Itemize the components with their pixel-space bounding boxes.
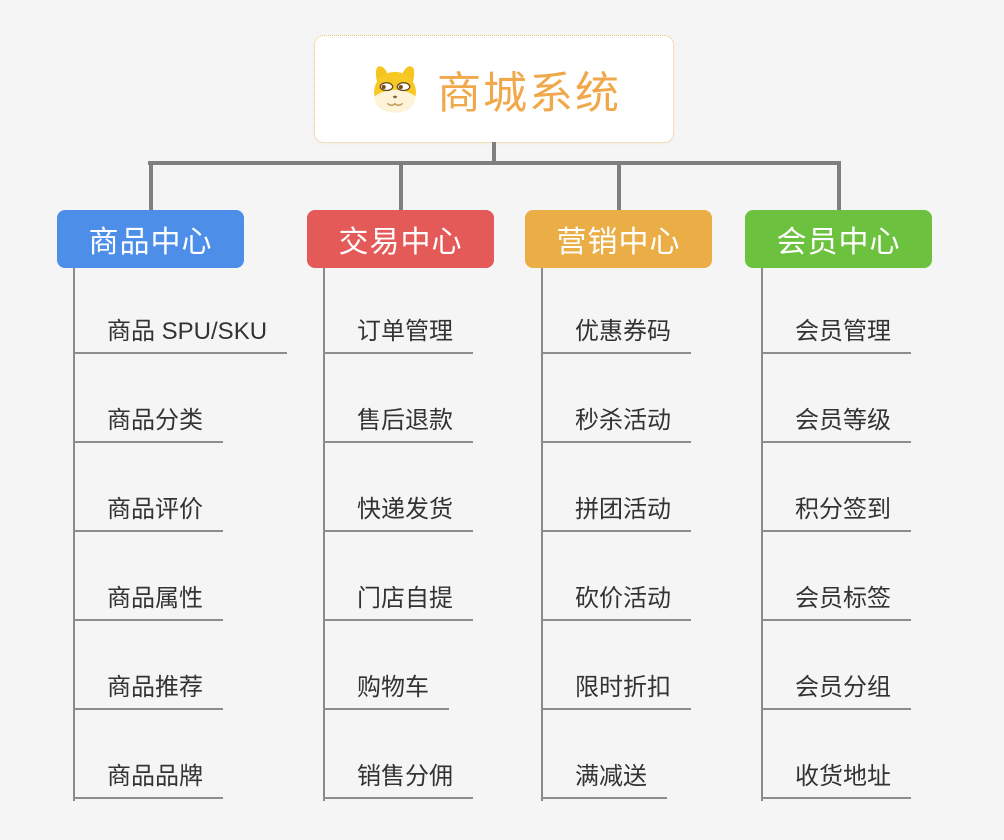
branch-trunk-line: [541, 268, 543, 801]
leaf-node[interactable]: 收货地址: [761, 763, 911, 799]
leaf-node[interactable]: 限时折扣: [541, 674, 691, 710]
leaf-label: 商品 SPU/SKU: [107, 318, 268, 345]
leaf-node[interactable]: 门店自提: [323, 585, 473, 621]
connector-branch-drop: [398, 161, 403, 210]
root-node[interactable]: 商城系统: [314, 35, 674, 143]
leaf-node[interactable]: 会员标签: [761, 585, 911, 621]
leaf-label: 商品品牌: [107, 763, 203, 790]
leaf-label: 售后退款: [357, 407, 453, 434]
doge-icon: [374, 66, 416, 113]
leaf-label: 会员标签: [795, 585, 891, 612]
leaf-label: 秒杀活动: [575, 407, 671, 434]
leaf-label: 商品分类: [107, 407, 203, 434]
leaf-node[interactable]: 商品评价: [73, 496, 223, 532]
branch-node[interactable]: 营销中心: [525, 210, 712, 268]
leaf-label: 订单管理: [357, 318, 453, 345]
leaf-label: 商品评价: [107, 496, 203, 523]
leaf-node[interactable]: 商品品牌: [73, 763, 223, 799]
leaf-node[interactable]: 售后退款: [323, 407, 473, 443]
leaf-label: 砍价活动: [575, 585, 671, 612]
leaf-node[interactable]: 订单管理: [323, 318, 473, 354]
branch-label: 交易中心: [338, 226, 463, 259]
connector-root-drop: [492, 142, 496, 165]
leaf-label: 优惠券码: [575, 318, 671, 345]
leaf-node[interactable]: 购物车: [323, 674, 449, 710]
leaf-label: 商品推荐: [107, 674, 203, 701]
leaf-node[interactable]: 快递发货: [323, 496, 473, 532]
branch-label: 商品中心: [88, 226, 213, 259]
leaf-label: 拼团活动: [575, 496, 671, 523]
branch-trunk-line: [323, 268, 325, 801]
leaf-node[interactable]: 积分签到: [761, 496, 911, 532]
leaf-node[interactable]: 商品 SPU/SKU: [73, 318, 288, 354]
branch-label: 会员中心: [776, 226, 901, 259]
connector-branch-drop: [616, 161, 621, 210]
leaf-label: 快递发货: [357, 496, 453, 523]
branch-trunk-line: [761, 268, 763, 801]
branch-node[interactable]: 商品中心: [57, 210, 244, 268]
leaf-node[interactable]: 商品分类: [73, 407, 223, 443]
connector-branch-drop: [836, 161, 841, 210]
leaf-node[interactable]: 销售分佣: [323, 763, 473, 799]
branch-node[interactable]: 会员中心: [745, 210, 932, 268]
branch-trunk-line: [73, 268, 75, 801]
leaf-label: 积分签到: [795, 496, 891, 523]
connector-bus: [148, 161, 840, 165]
leaf-node[interactable]: 优惠券码: [541, 318, 691, 354]
leaf-label: 会员分组: [795, 674, 891, 701]
leaf-node[interactable]: 会员等级: [761, 407, 911, 443]
leaf-label: 商品属性: [107, 585, 203, 612]
leaf-label: 会员等级: [795, 407, 891, 434]
leaf-label: 门店自提: [357, 585, 453, 612]
branch-label: 营销中心: [556, 226, 681, 259]
leaf-node[interactable]: 商品属性: [73, 585, 223, 621]
leaf-label: 收货地址: [795, 763, 891, 790]
leaf-label: 购物车: [357, 674, 429, 701]
root-title: 商城系统: [437, 69, 621, 118]
connector-branch-drop: [148, 161, 153, 210]
leaf-node[interactable]: 砍价活动: [541, 585, 691, 621]
leaf-node[interactable]: 会员管理: [761, 318, 911, 354]
leaf-node[interactable]: 会员分组: [761, 674, 911, 710]
leaf-node[interactable]: 秒杀活动: [541, 407, 691, 443]
leaf-label: 满减送: [575, 763, 647, 790]
leaf-label: 会员管理: [795, 318, 891, 345]
leaf-label: 限时折扣: [575, 674, 671, 701]
leaf-node[interactable]: 满减送: [541, 763, 667, 799]
leaf-node[interactable]: 商品推荐: [73, 674, 223, 710]
branch-node[interactable]: 交易中心: [307, 210, 494, 268]
leaf-node[interactable]: 拼团活动: [541, 496, 691, 532]
leaf-label: 销售分佣: [357, 763, 453, 790]
